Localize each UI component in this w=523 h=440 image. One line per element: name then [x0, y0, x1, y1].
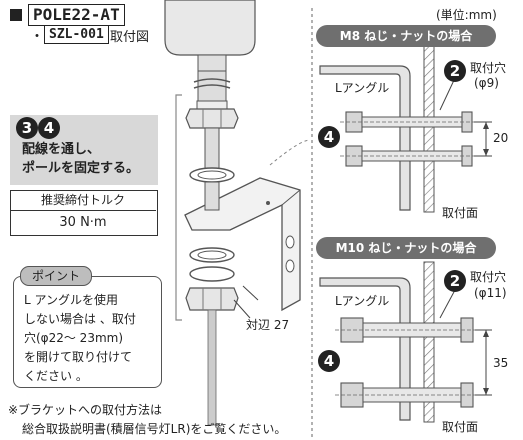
- m8-hole-label: 取付穴: [470, 61, 507, 75]
- unit-label: (単位:mm): [436, 8, 497, 22]
- m10-section-title: M10 ねじ・ナットの場合: [316, 237, 496, 259]
- torque-label: 推奨締付トルク: [10, 190, 156, 211]
- footnote-line-1: ※ブラケットへの取付方法は: [8, 403, 163, 417]
- point-line-5: ください 。: [24, 369, 88, 383]
- model-name: POLE22-AT: [28, 4, 125, 26]
- point-box: [13, 276, 162, 388]
- m10-hole-size: (φ11): [474, 286, 507, 300]
- m8-bolt-number: 4: [318, 126, 340, 148]
- m8-angle-label: Lアングル: [335, 81, 390, 95]
- step-line-1: 配線を通し、: [22, 142, 101, 157]
- torque-table: [10, 190, 158, 236]
- m10-surface-label: 取付面: [442, 420, 479, 434]
- m8-hole-number: 2: [444, 60, 466, 82]
- m8-hole-size: (φ9): [474, 76, 499, 90]
- point-tab: ポイント: [20, 266, 92, 286]
- assembly-brace: [175, 94, 182, 321]
- footnote-line-2: 総合取扱説明書(積層信号灯LR)をご覧ください。: [22, 422, 287, 436]
- across-flats-label: 対辺 27: [246, 318, 290, 332]
- sub-bullet: ・: [30, 29, 44, 45]
- m8-dimension: 20: [493, 131, 509, 145]
- m10-angle-label: Lアングル: [335, 294, 390, 308]
- step-number-4: 4: [38, 117, 60, 139]
- m10-dimension: 35: [493, 356, 509, 370]
- m10-hole-number: 2: [444, 270, 466, 292]
- step-line-2: ポールを固定する。: [22, 161, 140, 176]
- drawing-code-suffix: 取付図: [110, 30, 150, 45]
- point-text: L アングルを使用 しない場合は 、取付 穴(φ22〜 23mm) を開けて取り…: [24, 291, 136, 386]
- step-instructions: 配線を通し、 ポールを固定する。: [22, 140, 139, 178]
- point-line-2: しない場合は 、取付: [24, 312, 136, 326]
- m8-section-title: M8 ねじ・ナットの場合: [316, 25, 496, 47]
- point-line-3: 穴(φ22〜 23mm): [24, 331, 124, 345]
- torque-value: 30 N·m: [59, 215, 107, 230]
- model-square-marker: [10, 9, 22, 21]
- m8-surface-label: 取付面: [442, 206, 479, 220]
- point-line-4: を開けて取り付けて: [24, 350, 133, 364]
- point-line-1: L アングルを使用: [24, 293, 119, 307]
- step-number-3: 3: [16, 117, 38, 139]
- drawing-code: SZL-001: [44, 25, 109, 44]
- m10-hole-label: 取付穴: [470, 270, 507, 284]
- m10-bolt-number: 4: [318, 350, 340, 372]
